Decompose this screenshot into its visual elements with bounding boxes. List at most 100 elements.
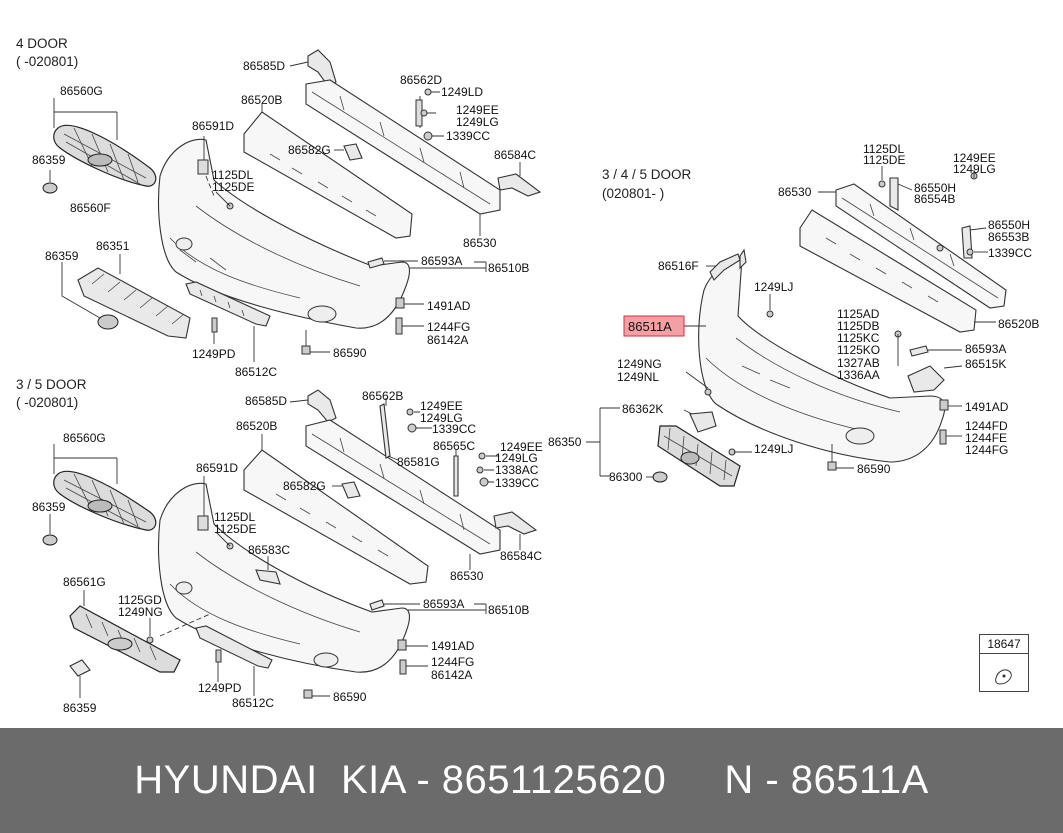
label-35-86562B: 86562B [362, 389, 403, 403]
label-35-1125DL: 1125DL [214, 510, 255, 524]
label-35-86591D: 86591D [196, 461, 238, 475]
section-title-35door: 3 / 5 DOOR [16, 377, 87, 392]
label-345-86590: 86590 [857, 462, 891, 476]
bracket-86584C [497, 173, 542, 197]
label-35-86530: 86530 [450, 569, 484, 583]
bracket-86582G [343, 143, 363, 161]
label-345-86554B: 86554B [914, 192, 955, 206]
label-345-86550Hb: 86550H [988, 218, 1030, 232]
label-35-86585D: 86585D [245, 394, 287, 408]
label-345-1249LJ: 1249LJ [754, 280, 793, 294]
grille-345door [586, 407, 741, 487]
label-35-1338AC: 1338AC [495, 463, 539, 477]
label-4d-1249LG: 1249LG [456, 115, 499, 129]
label-4d-86530: 86530 [463, 236, 497, 250]
emblem-345door [652, 471, 668, 483]
label-4d-86560G: 86560G [60, 84, 103, 98]
label-35-86359b: 86359 [63, 701, 97, 715]
label-35-1249PD: 1249PD [198, 681, 242, 695]
label-4d-1249LD: 1249LD [441, 85, 483, 99]
emblem-4door [42, 182, 58, 194]
grille-4door [53, 98, 157, 187]
label-4d-1249PD: 1249PD [192, 347, 236, 361]
label-345-86520B: 86520B [998, 317, 1039, 331]
group-35door [42, 389, 538, 699]
label-4d-1249EE: 1249EE [456, 103, 499, 117]
grille-35door [53, 444, 157, 531]
label-345-1249LG: 1249LG [953, 162, 996, 176]
label-35-86520B: 86520B [236, 419, 277, 433]
part-number-banner: HYUNDAI KIA - 8651125620 N - 86511A [134, 758, 929, 802]
label-4d-86512C: 86512C [235, 365, 277, 379]
label-4d-86593A: 86593A [421, 254, 462, 268]
label-345-1244FE: 1244FE [965, 431, 1007, 445]
parts-diagram: 4 DOOR ( -020801) 3 / 5 DOOR ( -020801) … [16, 36, 1039, 715]
label-345-86300: 86300 [609, 470, 643, 484]
label-345-1327AB: 1327AB [837, 356, 880, 370]
label-35-86581G: 86581G [397, 455, 440, 469]
label-345-1249NL: 1249NL [617, 370, 659, 384]
footer-banner: HYUNDAI KIA - 8651125620 N - 86511A [0, 728, 1063, 833]
label-345-1336AA: 1336AA [837, 368, 880, 382]
label-4d-86359: 86359 [32, 153, 66, 167]
group-345door [586, 166, 1007, 487]
label-345-86516F: 86516F [658, 259, 699, 273]
reinforcement-beam-4door [305, 79, 501, 236]
label-345-1249LJb: 1249LJ [754, 442, 793, 456]
label-35-86510B: 86510B [488, 603, 529, 617]
label-4d-1125DL: 1125DL [212, 168, 253, 182]
label-345-1249EE: 1249EE [953, 151, 996, 165]
section-date-4door: ( -020801) [16, 54, 78, 69]
label-35-86561G: 86561G [63, 575, 106, 589]
label-345-1125DL: 1125DL [863, 142, 904, 156]
lower-lip-4door [185, 281, 271, 327]
label-4d-86520B: 86520B [241, 93, 282, 107]
absorber-35door [243, 434, 429, 585]
ref-box-label: 18647 [980, 635, 1028, 654]
label-4d-86510B: 86510B [488, 261, 529, 275]
label-345-1249NG: 1249NG [617, 357, 662, 371]
label-35-86593A: 86593A [423, 597, 464, 611]
label-4d-86359b: 86359 [45, 249, 79, 263]
label-4d-86351: 86351 [96, 239, 130, 253]
label-35-1249NG: 1249NG [118, 605, 163, 619]
label-4d-1125DE: 1125DE [212, 180, 254, 194]
highlight-box [623, 315, 685, 337]
label-4d-86562D: 86562D [400, 73, 442, 87]
label-35-1244FG: 1244FG [431, 655, 474, 669]
label-35-86584C: 86584C [500, 549, 542, 563]
label-345-86515K: 86515K [965, 357, 1006, 371]
label-4d-86585D: 86585D [243, 59, 285, 73]
absorber-345door [799, 209, 996, 333]
highlight-label: 86511A [628, 319, 672, 334]
label-35-86512C: 86512C [232, 696, 274, 710]
bumper-cover-35door [158, 482, 411, 673]
grille-bracket-86362K [689, 411, 717, 433]
label-345-1125KC: 1125KC [837, 331, 880, 345]
label-4d-86590: 86590 [333, 346, 367, 360]
label-345-1244FD: 1244FD [965, 419, 1008, 433]
label-4d-1244FG: 1244FG [427, 320, 470, 334]
section-title-4door: 4 DOOR [16, 36, 68, 51]
label-345-1491AD: 1491AD [965, 400, 1009, 414]
group-4door [42, 49, 542, 362]
section-date-35door: ( -020801) [16, 395, 78, 410]
label-35-1125DE: 1125DE [214, 522, 256, 536]
highlight-86511A[interactable]: 86511A [623, 315, 685, 337]
emblem-35door-lower [69, 659, 91, 677]
clip-icon [995, 669, 1012, 685]
label-4d-1339CC: 1339CC [446, 129, 490, 143]
label-4d-86591D: 86591D [192, 119, 234, 133]
label-345-86530: 86530 [778, 185, 812, 199]
label-35-86565C: 86565C [433, 439, 475, 453]
section-date-345door: (020801- ) [602, 186, 664, 201]
ref-box-18647[interactable]: 18647 [979, 634, 1029, 692]
label-4d-1491AD: 1491AD [427, 299, 471, 313]
label-35-1125GD: 1125GD [118, 593, 162, 607]
label-345-1125AD: 1125AD [837, 307, 880, 321]
bumper-cover-86511A [698, 248, 946, 463]
lower-grille-4door [61, 254, 191, 339]
label-345-86362K: 86362K [622, 402, 663, 416]
label-345-86593A: 86593A [965, 342, 1006, 356]
label-345-86350: 86350 [548, 435, 582, 449]
